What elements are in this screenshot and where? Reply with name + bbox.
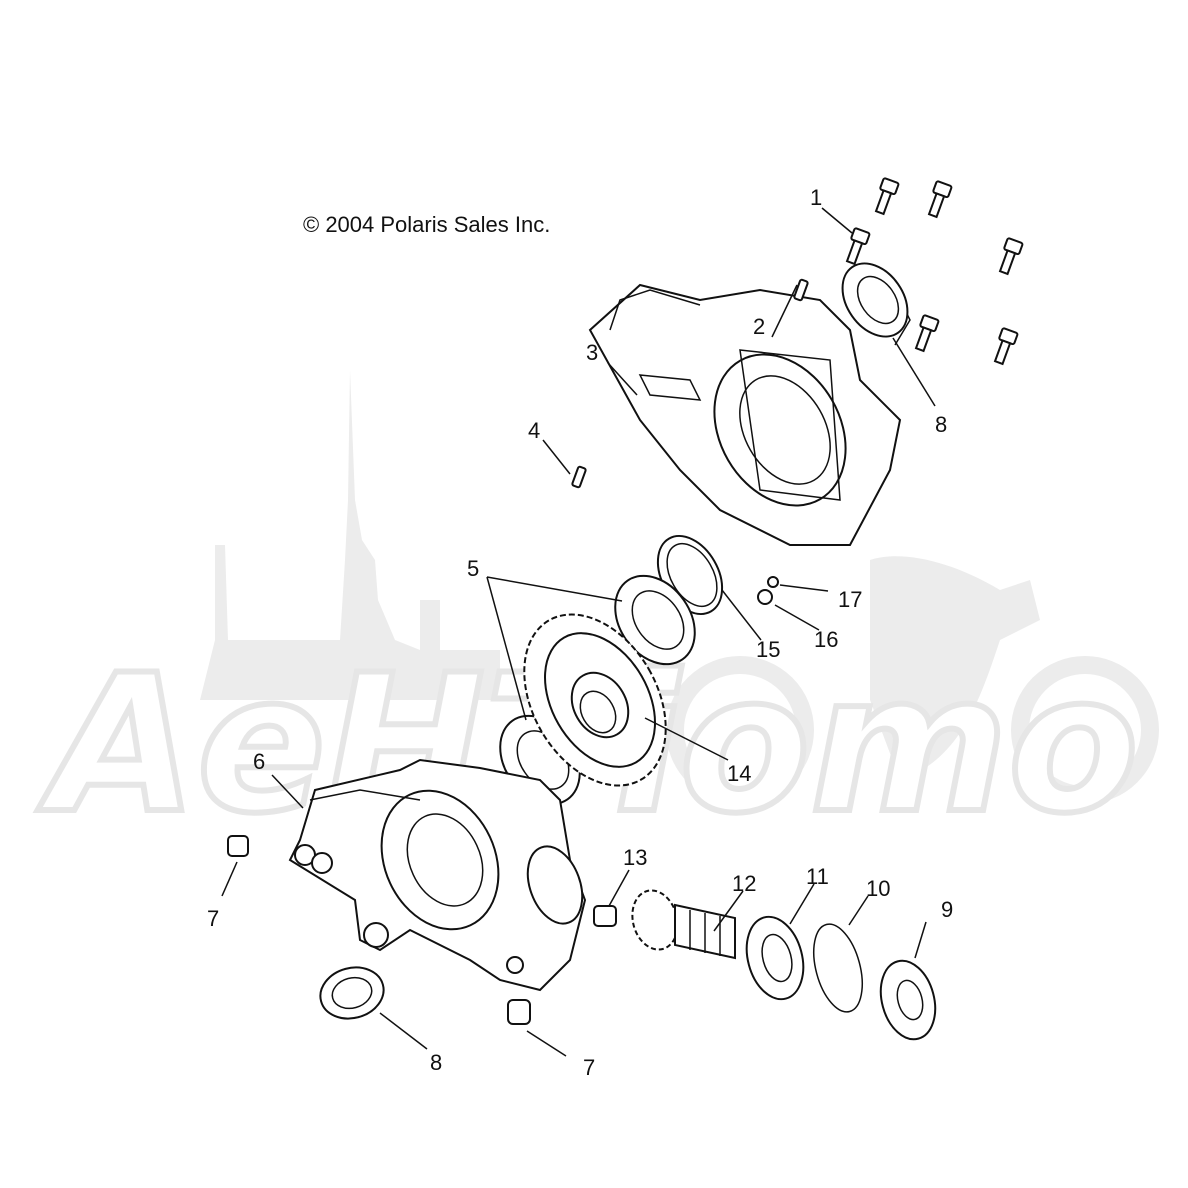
bolt-1e bbox=[914, 314, 940, 353]
seal-8-upper bbox=[841, 262, 909, 338]
lower-housing-6 bbox=[288, 758, 587, 992]
callout-17: 17 bbox=[838, 587, 862, 612]
callout-12: 12 bbox=[732, 871, 756, 896]
callout-8-lower: 8 bbox=[430, 1050, 442, 1075]
bolt-1f bbox=[993, 327, 1019, 366]
snap-ring-10 bbox=[813, 923, 863, 1013]
pinion-shaft-12 bbox=[631, 889, 736, 960]
bearing-11 bbox=[745, 915, 805, 1001]
bolt-1c bbox=[845, 227, 871, 266]
callout-6: 6 bbox=[253, 749, 265, 774]
callout-7-bottom: 7 bbox=[583, 1055, 595, 1080]
plug-16 bbox=[757, 589, 773, 605]
callout-5: 5 bbox=[467, 556, 479, 581]
callout-2: 2 bbox=[753, 314, 765, 339]
upper-housing-cover bbox=[588, 283, 911, 546]
callout-9: 9 bbox=[941, 897, 953, 922]
callout-13: 13 bbox=[623, 845, 647, 870]
callout-16: 16 bbox=[814, 627, 838, 652]
callout-1: 1 bbox=[810, 185, 822, 210]
bushing-13 bbox=[593, 905, 617, 927]
bolt-1b bbox=[927, 180, 953, 219]
leader-lines bbox=[221, 207, 936, 1057]
ring-gear-14 bbox=[523, 613, 667, 787]
dowel-pin-2 bbox=[793, 278, 809, 302]
bolts-group bbox=[845, 177, 1024, 366]
drain-plug-7-bottom bbox=[507, 999, 531, 1025]
callout-4: 4 bbox=[528, 418, 540, 443]
callout-7-left: 7 bbox=[207, 906, 219, 931]
washer-17 bbox=[767, 576, 779, 588]
callout-8-upper: 8 bbox=[935, 412, 947, 437]
drain-plug-7-left bbox=[227, 835, 249, 857]
callout-labels: 1 2 3 4 5 6 7 7 8 8 9 10 11 12 13 14 15 … bbox=[207, 185, 953, 1080]
callout-11: 11 bbox=[806, 864, 829, 889]
callout-10: 10 bbox=[866, 876, 890, 901]
dowel-pin-4 bbox=[571, 465, 587, 489]
seal-8-lower bbox=[319, 966, 385, 1020]
watermark: AeHTiomo bbox=[34, 370, 1159, 858]
callout-3: 3 bbox=[586, 340, 598, 365]
bolt-1d bbox=[998, 237, 1024, 276]
seal-9 bbox=[879, 959, 937, 1041]
callout-14: 14 bbox=[727, 761, 751, 786]
bolt-1a bbox=[874, 177, 900, 216]
copyright-notice: © 2004 Polaris Sales Inc. bbox=[303, 212, 551, 237]
callout-15: 15 bbox=[756, 637, 780, 662]
